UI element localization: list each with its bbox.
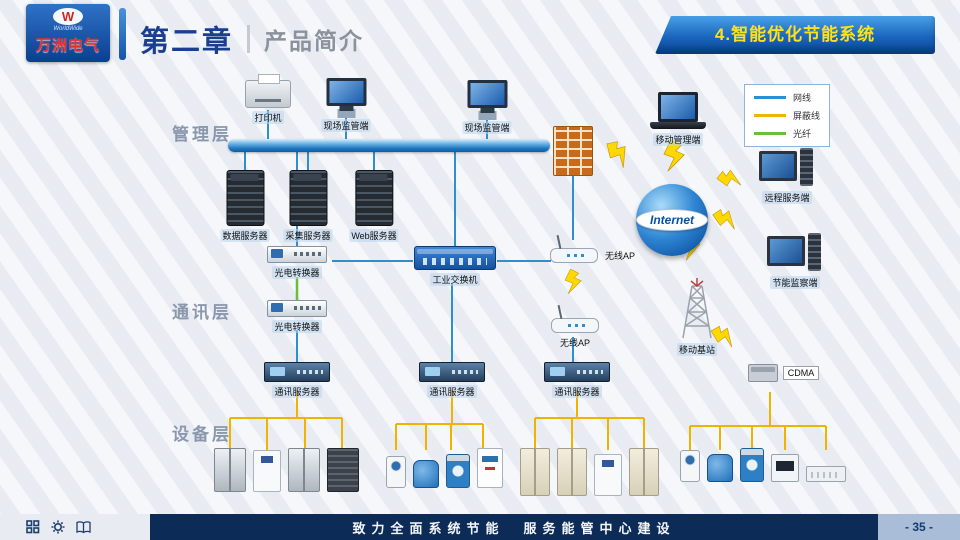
title-divider <box>247 25 251 53</box>
comm-server-icon <box>544 362 610 382</box>
equipment-cab-tall-icon <box>629 448 659 496</box>
footer-bar: 致力全面系统节能 服务能管中心建设 - 35 - <box>0 514 960 540</box>
remote-server-node: 远程服务端 <box>759 148 815 204</box>
footer-slogan: 致力全面系统节能 服务能管中心建设 <box>150 514 878 540</box>
brand-name: 万洲电气 <box>35 37 100 54</box>
printer-node: 打印机 <box>245 74 291 124</box>
energy-monitor-node: 节能监察端 <box>767 233 823 289</box>
equipment-pump-blue-icon <box>413 460 439 488</box>
server-tower-icon <box>288 170 327 226</box>
equipment-cluster-3 <box>520 448 659 496</box>
equipment-cluster-4 <box>680 448 846 482</box>
network-line-swatch <box>754 96 786 99</box>
cdma-node: CDMA <box>748 364 819 382</box>
laptop-icon <box>650 92 706 130</box>
wireless-ap-node-2: 无线AP <box>551 318 599 349</box>
equipment-cluster-2 <box>386 448 503 488</box>
media-converter-icon <box>267 300 327 317</box>
cdma-modem-icon <box>748 364 778 382</box>
footer-icons <box>26 514 91 540</box>
firewall-icon <box>553 126 593 176</box>
field-monitor-node-2: 现场监管端 <box>462 80 512 134</box>
gear-icon <box>51 520 65 534</box>
equipment-gauge-icon <box>680 450 700 482</box>
collect-server-node: 采集服务器 <box>283 170 333 242</box>
monitor-icon <box>464 80 510 118</box>
comm-server-node-1: 通讯服务器 <box>264 362 330 398</box>
equipment-flow-icon <box>740 448 764 482</box>
book-icon <box>76 520 91 533</box>
comm-server-icon <box>264 362 330 382</box>
equipment-cab-gray-icon <box>214 448 246 492</box>
fiber-line-swatch <box>754 132 786 135</box>
logo-crest-icon: W <box>53 8 83 25</box>
internet-node: Internet <box>636 184 708 256</box>
equipment-cab-tall-icon <box>520 448 550 496</box>
equipment-cab-gray-icon <box>288 448 320 492</box>
management-bus-bar <box>228 139 550 152</box>
equipment-flow-icon <box>446 454 470 488</box>
company-logo: W WorldWide 万洲电气 <box>26 4 110 62</box>
title-accent-bar <box>119 8 126 60</box>
mobile-management-node: 移动管理端 <box>650 92 706 146</box>
grid-icon <box>26 520 40 534</box>
equipment-panel-icon <box>477 448 503 488</box>
layer-label-communication: 通讯层 <box>172 303 232 322</box>
industrial-switch-node: 工业交换机 <box>414 246 496 286</box>
legend-row-shielded: 屏蔽线 <box>754 109 820 122</box>
desktop-pc-icon <box>759 148 815 188</box>
page-number: - 35 - <box>878 514 960 540</box>
web-server-node: Web服务器 <box>349 170 399 242</box>
server-tower-icon <box>355 170 393 226</box>
equipment-cab-tall-icon <box>557 448 587 496</box>
ethernet-switch-icon <box>414 246 496 270</box>
wireless-ap-node-1: 无线AP <box>550 248 637 263</box>
layer-label-management: 管理层 <box>172 125 232 144</box>
legend-row-network: 网线 <box>754 91 820 104</box>
comm-server-icon <box>419 362 485 382</box>
topic-banner: 4.智能优化节能系统 <box>655 16 935 54</box>
wireless-ap-icon <box>550 248 598 263</box>
server-tower-icon <box>225 170 264 226</box>
converter-node-1: 光电转换器 <box>267 246 327 279</box>
comm-server-node-3: 通讯服务器 <box>544 362 610 398</box>
page-title: 第二章 产品简介 <box>140 18 364 60</box>
shielded-line-swatch <box>754 114 786 117</box>
layer-label-device: 设备层 <box>172 425 232 444</box>
field-monitor-node-1: 现场监管端 <box>321 78 371 132</box>
base-station-node: 移动基站 <box>676 278 718 356</box>
shielded-lines <box>229 390 827 450</box>
equipment-gauge-icon <box>386 456 406 488</box>
wireless-ap-icon <box>551 318 599 333</box>
desktop-pc-icon <box>767 233 823 273</box>
comm-server-node-2: 通讯服务器 <box>419 362 485 398</box>
equipment-cab-white-icon <box>253 450 281 492</box>
equipment-meter-icon <box>771 454 799 482</box>
legend-row-fiber: 光纤 <box>754 127 820 140</box>
chapter-title: 第二章 <box>140 26 234 58</box>
converter-node-2: 光电转换器 <box>267 300 327 333</box>
logo-subtext: WorldWide <box>53 26 83 32</box>
data-server-node: 数据服务器 <box>220 170 270 242</box>
internet-globe-icon: Internet <box>636 184 708 256</box>
legend-box: 网线 屏蔽线 光纤 <box>744 84 831 147</box>
monitor-icon <box>323 78 369 116</box>
base-station-tower-icon <box>682 278 712 339</box>
equipment-flat-icon <box>806 466 846 482</box>
printer-icon <box>245 74 291 108</box>
equipment-cab-white-icon <box>594 454 622 496</box>
media-converter-icon <box>267 246 327 263</box>
equipment-cluster-1 <box>214 448 359 492</box>
equipment-pump-blue-icon <box>707 454 733 482</box>
section-subtitle: 产品简介 <box>264 28 365 54</box>
equipment-rack-dark-icon <box>327 448 359 492</box>
firewall-node <box>553 126 593 176</box>
internet-label: Internet <box>636 209 708 231</box>
